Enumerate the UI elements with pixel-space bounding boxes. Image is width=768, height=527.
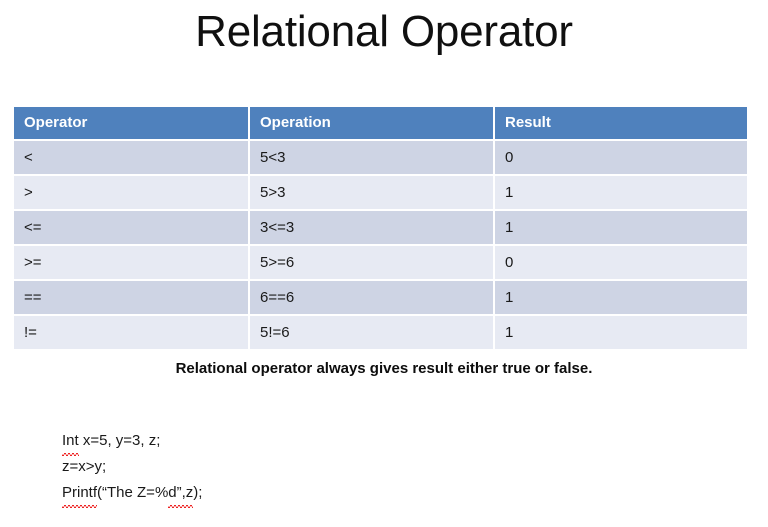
code-line-3: Printf(“The Z=%d”,z); [62,480,203,508]
code-line-3-mid: (“The Z=% [97,484,169,501]
table-row: <= 3<=3 1 [14,211,747,244]
cell-operator: < [14,141,250,174]
cell-result: 1 [495,316,747,349]
cell-operation: 5>3 [250,176,495,209]
table-row: > 5>3 1 [14,176,747,209]
cell-result: 1 [495,211,747,244]
code-line-1: Int x=5, y=3, z; [62,428,202,456]
cell-result: 0 [495,246,747,279]
code-sample: Int x=5, y=3, z; z=x>y; Printf(“The Z=%d… [62,428,203,508]
cell-result: 1 [495,281,747,314]
cell-operator: >= [14,246,250,279]
page-title: Relational Operator [195,7,573,56]
table-row: != 5!=6 1 [14,316,747,349]
cell-result: 1 [495,176,747,209]
column-header-operator: Operator [14,107,250,139]
cell-operator: <= [14,211,250,244]
table-header: Operator Operation Result [14,107,747,139]
cell-operation: 5>=6 [250,246,495,279]
column-header-result: Result [495,107,747,139]
spellcheck-flagged-tail: d”,z [168,480,194,508]
cell-operator: != [14,316,250,349]
table-row: < 5<3 0 [14,141,747,174]
cell-operation: 5!=6 [250,316,495,349]
cell-operation: 5<3 [250,141,495,174]
table-row: >= 5>=6 0 [14,246,747,279]
cell-operation: 6==6 [250,281,495,314]
code-line-3-end: ); [193,484,203,501]
spellcheck-flagged-int: Int [62,428,79,456]
code-line-1-text: x=5, y=3, z; [78,432,161,449]
spellcheck-flagged-printf: Printf [62,480,98,508]
cell-result: 0 [495,141,747,174]
code-line-2: z=x>y; [62,458,107,475]
cell-operator: > [14,176,250,209]
cell-operator: == [14,281,250,314]
table-body: < 5<3 0 > 5>3 1 <= 3<=3 1 >= 5>=6 0 == 6… [14,141,747,349]
table-header-row: Operator Operation Result [14,107,747,139]
cell-operation: 3<=3 [250,211,495,244]
table-caption: Relational operator always gives result … [175,360,593,377]
relational-operator-table: Operator Operation Result < 5<3 0 > 5>3 … [14,105,747,351]
column-header-operation: Operation [250,107,495,139]
table-row: == 6==6 1 [14,281,747,314]
